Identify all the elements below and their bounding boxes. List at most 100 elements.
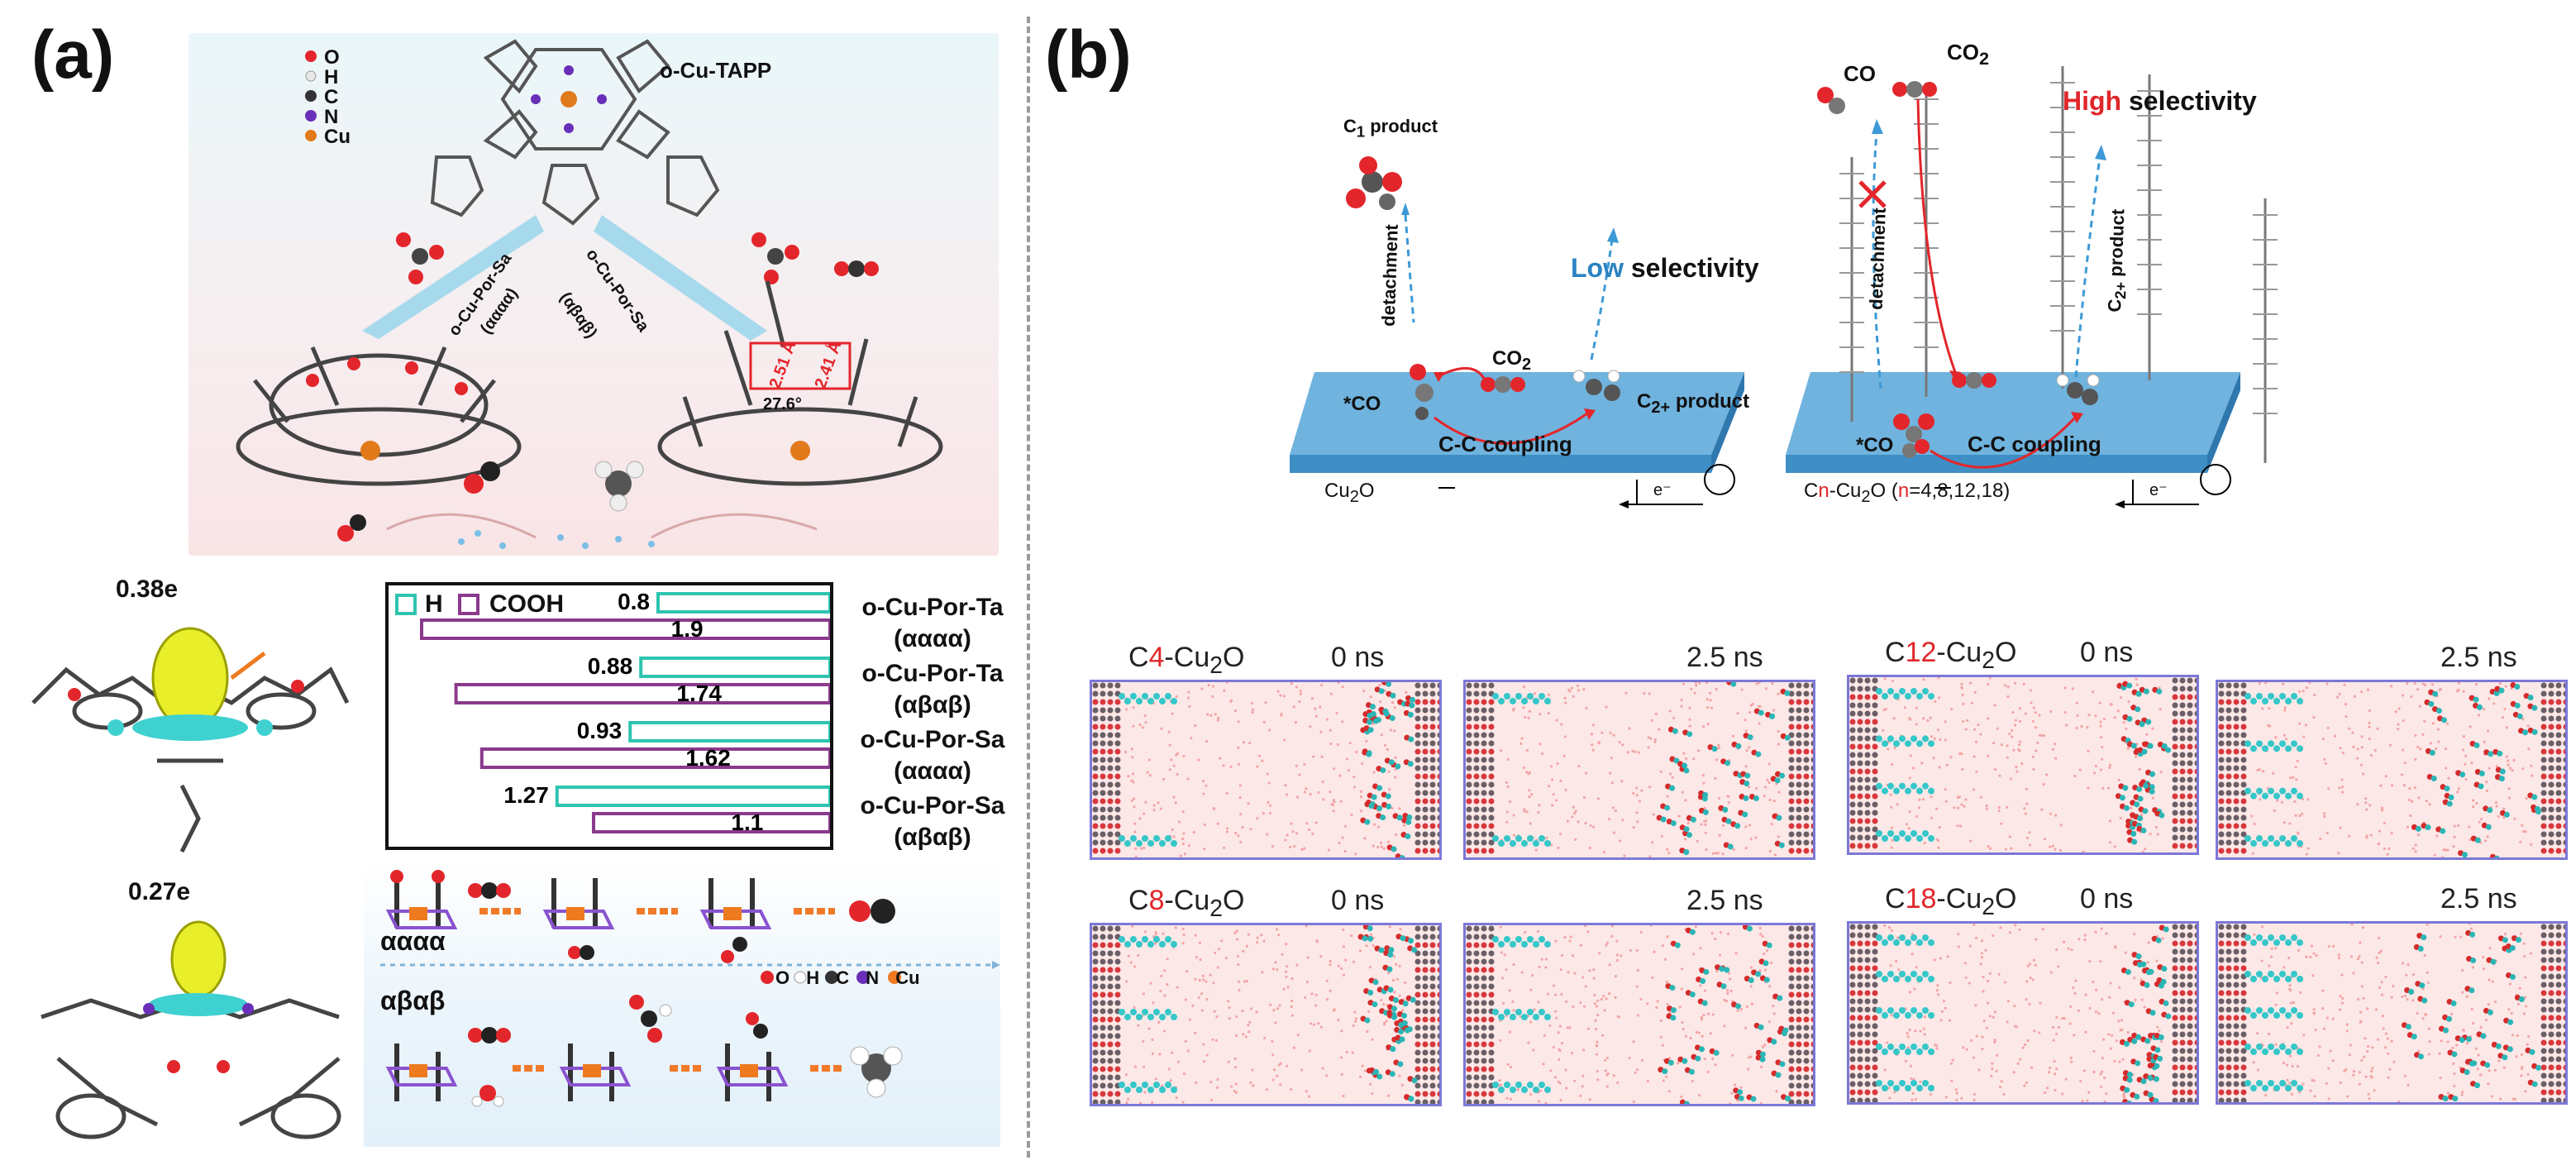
bar-h	[639, 657, 830, 678]
panel-divider	[1027, 17, 1030, 1158]
bar-cooh	[454, 683, 830, 704]
cn-cu2o-scheme-svg	[1786, 66, 2278, 509]
md-time-c8-1: 2.5 ns	[1686, 885, 1763, 916]
scheme-label-aaaa: αααα	[380, 926, 446, 956]
bar-h-value: 0.88	[588, 653, 633, 679]
mechanism-figure: O H C N Cu o-Cu-TAPP o-Cu-Por-Sa (αααα) …	[188, 33, 999, 556]
scheme-row-abab	[385, 995, 903, 1107]
category-label-2: o-Cu-Por-Ta(αβαβ)	[861, 660, 1004, 719]
charge-density-bottom	[41, 920, 341, 1139]
co2-label-left: CO2	[1492, 347, 1532, 374]
md-snapshot-svg	[1092, 682, 1439, 857]
arrow-right-icon	[594, 215, 767, 341]
angle-label: 27.6°	[763, 395, 802, 413]
co-cluster-icon	[1893, 413, 1934, 458]
legend-cooh-label: COOH	[489, 590, 564, 618]
scheme-atom-legend	[761, 971, 901, 984]
c2-molecule-right-icon	[2056, 374, 2100, 405]
legend-cu: Cu	[324, 126, 351, 148]
charge-top-label: 0.38e	[116, 575, 179, 603]
star-co-label-right: *CO	[1856, 434, 1894, 456]
co-molecule-top-icon	[1817, 87, 1845, 114]
category-label-1: o-Cu-Por-Ta(αααα)	[861, 594, 1004, 652]
low-selectivity-label: Low selectivity	[1571, 253, 1759, 283]
substrate-label-right: Cn-Cu2O (n=4,8,12,18)	[1804, 480, 2011, 506]
cc-coupling-label-right: C-C coupling	[1968, 432, 2101, 456]
co2-molecule-icon	[834, 260, 879, 277]
bar-cooh	[592, 812, 830, 833]
bar-h-value: 0.93	[577, 718, 623, 743]
bar-h	[555, 786, 830, 807]
md-snapshot-svg	[1092, 925, 1439, 1104]
bar-cooh	[420, 618, 830, 640]
md-time-c18-0: 0 ns	[2080, 883, 2134, 915]
cage-right	[657, 280, 943, 486]
cn-cu2o-scheme: CO CO2 High selectivity detachment C2+ p…	[1786, 33, 2546, 595]
md-time-c4-1: 2.5 ns	[1686, 642, 1763, 673]
high-selectivity-label: High selectivity	[2063, 86, 2257, 116]
distance-highlight	[749, 341, 852, 390]
category-label-3: o-Cu-Por-Sa(αααα)	[860, 726, 1005, 785]
reaction-scheme: αααα αβαβ O H C N Cu	[364, 862, 1000, 1147]
co-product-icon	[464, 461, 500, 494]
electron-label-left: e⁻	[1653, 481, 1672, 499]
md-snapshot-svg	[2218, 924, 2565, 1102]
md-snapshot-svg	[1466, 682, 1813, 857]
md-title-c4: C4-Cu2O	[1128, 642, 1245, 679]
md-title-c12: C12-Cu2O	[1885, 637, 2017, 674]
bar-chart-svg: 0.81.90.881.740.931.621.271.1	[420, 589, 830, 835]
c1-molecule-icon	[1346, 156, 1402, 210]
md-box-c8-0	[1090, 923, 1442, 1106]
md-time-c12-1: 2.5 ns	[2440, 642, 2517, 673]
cu2o-scheme-svg	[1290, 156, 1744, 509]
c2-molecule-icon	[1572, 370, 1620, 401]
cross-icon	[1858, 180, 1887, 208]
md-box-c8-1	[1463, 923, 1815, 1106]
cage-left	[236, 346, 522, 486]
bar-cooh-value: 1.9	[671, 616, 704, 642]
md-title-c8: C8-Cu2O	[1128, 885, 1245, 922]
md-title-c18: C18-Cu2O	[1885, 883, 2017, 920]
bar-h-value: 1.27	[503, 782, 549, 808]
charge-density-top	[31, 627, 350, 853]
cooh-molecule-left	[396, 232, 444, 284]
bar-h	[656, 592, 830, 614]
panel-b-letter: (b)	[1045, 17, 1132, 93]
star-co-label-left: *CO	[1343, 393, 1381, 415]
md-time-c4-0: 0 ns	[1331, 642, 1385, 673]
md-box-c18-0	[1847, 921, 2199, 1105]
cc-coupling-label-left: C-C coupling	[1438, 432, 1572, 456]
cu-center-icon	[561, 91, 577, 107]
md-box-c4-0	[1090, 680, 1442, 860]
md-box-c18-1	[2216, 921, 2568, 1105]
co2-molecule-top-icon	[1892, 81, 1937, 98]
detachment-label-left: detachment	[1377, 223, 1402, 327]
bar-cooh-value: 1.1	[731, 809, 763, 835]
bar-cooh-value: 1.62	[685, 745, 731, 771]
legend-h-label: H	[425, 590, 443, 618]
legend-cooh-swatch	[458, 594, 479, 615]
legend-h-swatch	[395, 594, 417, 615]
co-label-right: CO	[1844, 61, 1876, 86]
md-time-c8-0: 0 ns	[1331, 885, 1385, 916]
reaction-scheme-svg	[380, 870, 1000, 1107]
legend-c: C	[324, 86, 339, 108]
co-adsorbed-right-icon	[1952, 372, 1996, 389]
co-product-icon-2	[337, 514, 366, 542]
co2-label-right: CO2	[1947, 40, 1990, 69]
bar-cooh	[479, 747, 830, 769]
md-box-c12-1	[2216, 680, 2568, 860]
atom-legend	[305, 50, 317, 141]
electron-label-right: e⁻	[2149, 481, 2168, 499]
md-snapshot-svg	[1849, 924, 2197, 1102]
arrow-left-icon	[362, 215, 544, 339]
scheme-row-aaaa	[385, 870, 895, 963]
bar-h-value: 0.8	[618, 589, 650, 614]
legend-h: H	[324, 66, 339, 88]
c2-product-label-left: C2+ product	[1637, 390, 1750, 417]
md-snapshot-svg	[1849, 677, 2197, 852]
substrate-label-left: Cu2O	[1324, 480, 1375, 506]
legend-n: N	[324, 106, 339, 128]
panel-a-letter: (a)	[31, 17, 115, 93]
